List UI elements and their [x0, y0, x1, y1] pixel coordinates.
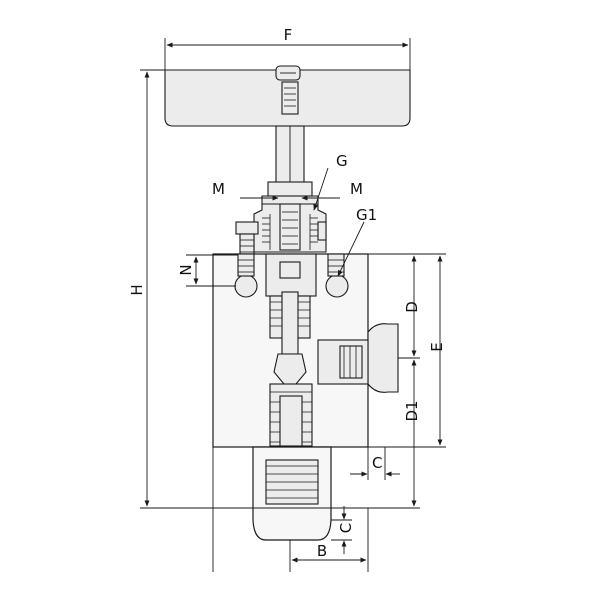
label-C-upper: C	[372, 454, 382, 472]
bonnet	[253, 181, 327, 253]
side-outlet	[317, 323, 399, 393]
label-M-right: M	[350, 180, 363, 198]
label-E: E	[428, 342, 446, 351]
mounting-hole-left	[234, 274, 258, 298]
label-D: D	[403, 301, 421, 313]
label-B: B	[317, 542, 327, 560]
label-N: N	[177, 264, 195, 275]
label-H: H	[128, 284, 146, 295]
handle	[164, 65, 411, 127]
dimension-labels: F H G G1 M M N D E D1 C C B	[128, 26, 446, 560]
mounting-hole-right	[325, 274, 349, 298]
label-F: F	[284, 26, 293, 44]
bottom-inlet	[252, 446, 332, 541]
bonnet-threads	[262, 217, 318, 243]
label-G1: G1	[356, 206, 377, 224]
label-M-left: M	[212, 180, 225, 198]
dimensions	[140, 38, 446, 572]
label-D1: D1	[403, 400, 421, 421]
label-C-lower: C	[337, 523, 355, 533]
label-G: G	[336, 152, 348, 170]
